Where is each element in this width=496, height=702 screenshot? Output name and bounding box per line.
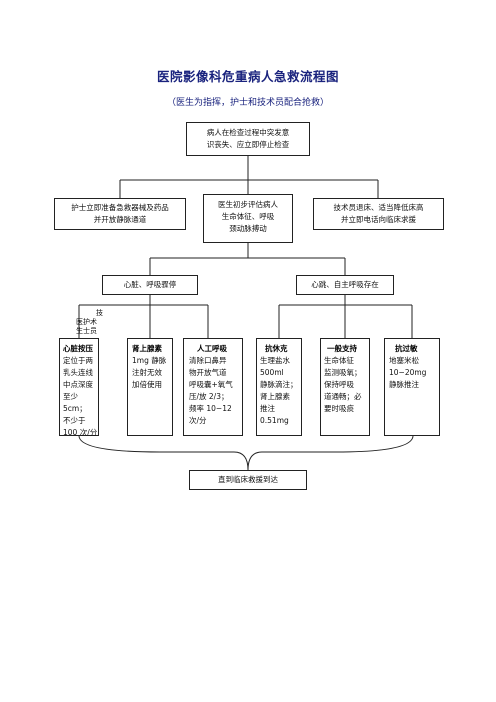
column-line: 生命体征 (324, 356, 354, 365)
column-line: 次/分 (189, 416, 207, 425)
box-heartbeat-present: 心跳、自主呼吸存在 (296, 275, 394, 295)
bottom-brace (78, 435, 414, 471)
box-cardiac-arrest: 心脏、呼吸骤停 (102, 275, 198, 295)
column-line: 乳头连线 (63, 368, 93, 377)
column-heading: 心脏按压 (63, 344, 93, 353)
side-note-line: 医护术 (76, 318, 97, 326)
column-line: 0.51mg (260, 416, 289, 425)
column-general-support: 一般支持 生命体征 监测吸氧； 保持呼吸 道通畅；必 要时吸痰 (320, 338, 370, 436)
box-doctor-assess: 医生初步评估病人 生命体征、呼吸 颈动脉搏动 (203, 194, 293, 243)
side-note-line: 生士员 (76, 327, 97, 335)
column-heading: 人工呼吸 (197, 344, 227, 353)
column-artificial-respiration: 人工呼吸 清除口鼻异 物开放气道 呼吸囊+氧气 压/放 2/3； 频率 10−1… (183, 338, 243, 436)
column-line: 监测吸氧； (324, 368, 362, 377)
top-box-line: 识丧失、应立即停止检查 (206, 140, 290, 149)
column-line: 静脉滴注； (260, 380, 298, 389)
column-anti-allergy: 抗过敏 地塞米松 10−20mg 静脉推注 (384, 338, 440, 436)
heartbeat-present-label: 心跳、自主呼吸存在 (311, 280, 379, 289)
column-line: 10−20mg (389, 368, 427, 377)
column-line: 要时吸痰 (324, 404, 354, 413)
column-line: 道通畅；必 (324, 392, 362, 401)
side-note-line: 技 (96, 309, 103, 317)
column-epinephrine: 肾上腺素 1mg 静脉 注射无效 加倍使用 (127, 338, 173, 436)
column-line: 500ml (260, 368, 284, 377)
box-nurse-prepare: 护士立即准备急救器械及药品 并开放静脉通道 (54, 198, 186, 230)
column-line: 保持呼吸 (324, 380, 354, 389)
doctor-box-line: 颈动脉搏动 (229, 224, 267, 233)
technician-box-line: 技术员退床、适当降低床高 (333, 203, 424, 212)
column-line: 静脉推注 (389, 380, 419, 389)
page-subtitle: （医生为指挥，护士和技术员配合抢救） (166, 98, 329, 108)
column-line: 中点深度 (63, 380, 93, 389)
column-line: 肾上腺素 (260, 392, 290, 401)
column-line: 物开放气道 (189, 368, 227, 377)
until-rescue-label: 直到临床救援到达 (218, 475, 278, 484)
column-line: 清除口鼻异 (189, 356, 227, 365)
column-line: 定位于两 (63, 356, 93, 365)
box-until-rescue: 直到临床救援到达 (189, 470, 307, 490)
column-heading: 抗过敏 (395, 344, 418, 353)
column-heading: 肾上腺素 (132, 344, 162, 353)
column-line: 至少 5cm； (63, 392, 87, 413)
column-line: 频率 10−12 (189, 404, 232, 413)
column-line: 压/放 2/3； (189, 392, 229, 401)
doctor-box-line: 医生初步评估病人 (218, 200, 278, 209)
box-technician-call: 技术员退床、适当降低床高 并立即电话向临床求援 (313, 198, 444, 230)
page-title: 医院影像科危重病人急救流程图 (156, 69, 339, 84)
doctor-box-line: 生命体征、呼吸 (221, 212, 275, 221)
column-line: 生理盐水 (260, 356, 290, 365)
column-line: 不少于 (63, 416, 86, 425)
box-sudden-collapse: 病人在检查过程中突发意 识丧失、应立即停止检查 (186, 122, 310, 156)
column-line: 呼吸囊+氧气 (189, 380, 233, 389)
column-heading: 抗休克 (265, 344, 288, 353)
column-line: 推注 (260, 404, 275, 413)
technician-box-line: 并立即电话向临床求援 (341, 215, 416, 224)
column-chest-compression: 心脏按压 定位于两 乳头连线 中点深度 至少 5cm； 不少于 100 次/分 (59, 338, 99, 437)
cardiac-arrest-label: 心脏、呼吸骤停 (123, 280, 177, 289)
column-anti-shock: 抗休克 生理盐水 500ml 静脉滴注； 肾上腺素 推注 0.51mg (256, 338, 302, 436)
column-line: 加倍使用 (132, 380, 162, 389)
column-line: 注射无效 (132, 368, 162, 377)
column-line: 1mg 静脉 (132, 356, 167, 365)
column-heading: 一般支持 (327, 344, 357, 353)
column-line: 100 次/分 (63, 428, 98, 437)
nurse-box-line: 护士立即准备急救器械及药品 (71, 203, 169, 212)
nurse-box-line: 并开放静脉通道 (93, 215, 147, 224)
column-line: 地塞米松 (389, 356, 419, 365)
top-box-line: 病人在检查过程中突发意 (206, 128, 290, 137)
